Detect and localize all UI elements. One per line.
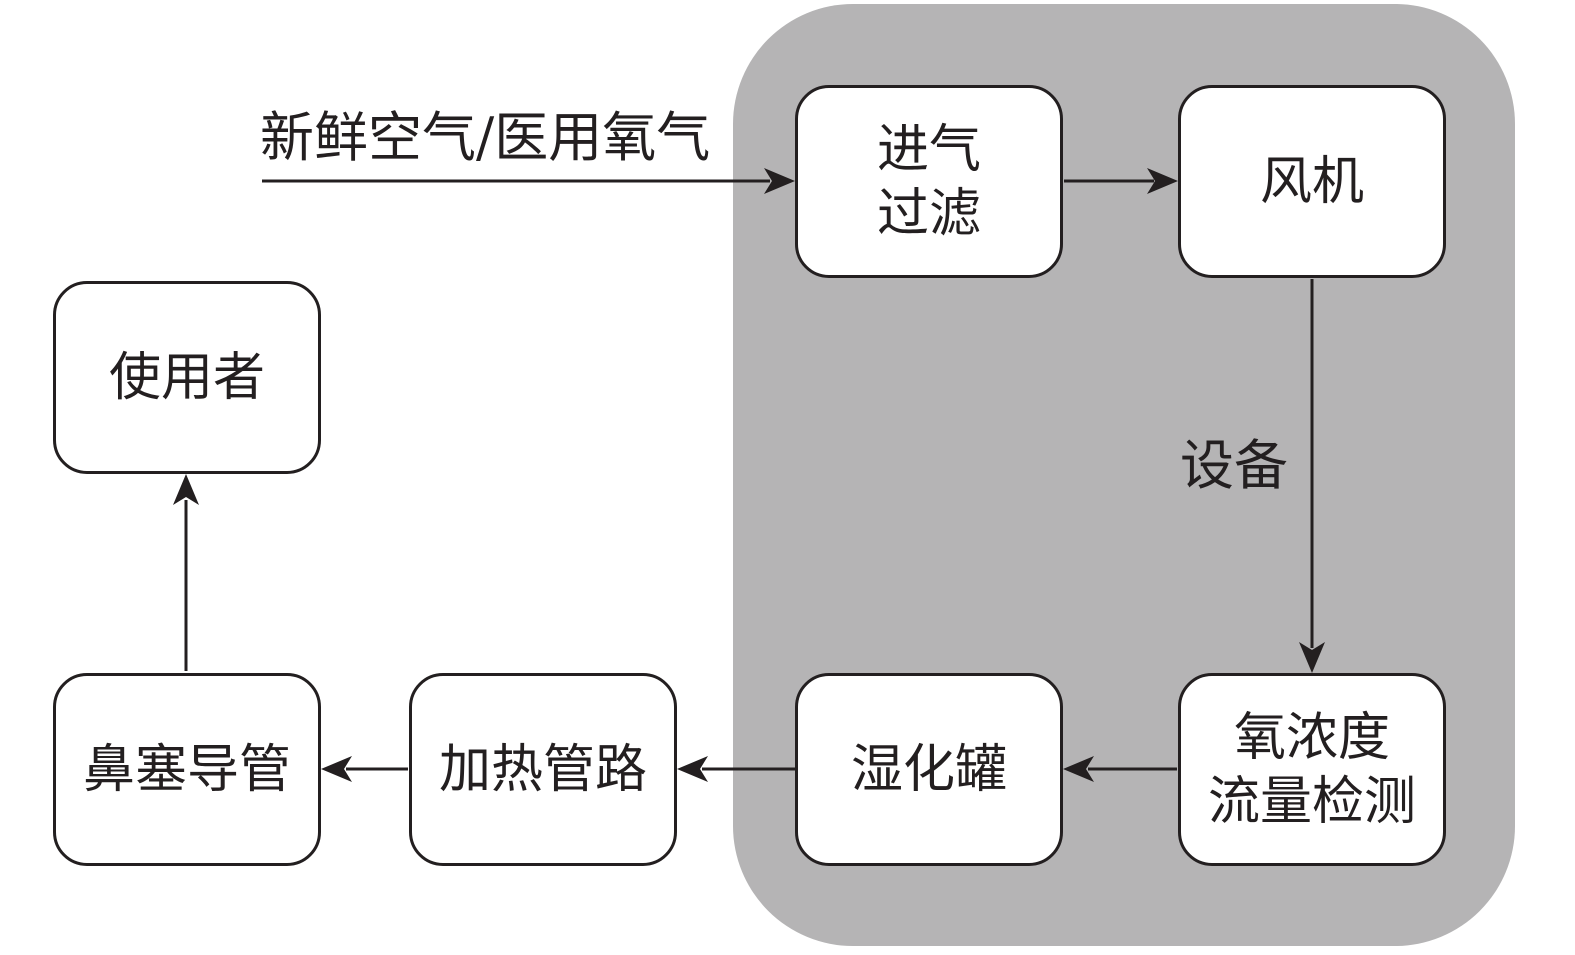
node-nasal-cannula-label: 鼻塞导管 (82, 739, 291, 800)
node-heated-tube: 加热管路 (409, 673, 677, 866)
node-oxygen-flow-sensor-label: 氧浓度 流量检测 (1207, 707, 1416, 832)
node-user-label: 使用者 (108, 347, 265, 408)
arrowhead-intake-filter (764, 168, 795, 194)
arrowhead-blower (1147, 168, 1178, 194)
arrowhead-heated-tube (677, 756, 708, 782)
input-label: 新鲜空气/医用氧气 (260, 106, 711, 169)
node-intake-filter: 进气 过滤 (795, 85, 1063, 278)
node-nasal-cannula: 鼻塞导管 (53, 673, 321, 866)
node-heated-tube-label: 加热管路 (438, 739, 647, 800)
node-oxygen-flow-sensor: 氧浓度 流量检测 (1178, 673, 1446, 866)
node-blower-label: 风机 (1259, 151, 1364, 212)
arrowhead-nasal-cannula (321, 756, 352, 782)
arrowhead-sensor (1299, 642, 1325, 673)
node-humidifier: 湿化罐 (795, 673, 1063, 866)
arrowhead-user (173, 474, 199, 505)
node-blower: 风机 (1178, 85, 1446, 278)
node-humidifier-label: 湿化罐 (850, 739, 1007, 800)
device-region-label: 设备 (1180, 434, 1288, 497)
node-intake-filter-label: 进气 过滤 (876, 119, 981, 244)
arrowhead-humidifier (1063, 756, 1094, 782)
node-user: 使用者 (53, 281, 321, 474)
